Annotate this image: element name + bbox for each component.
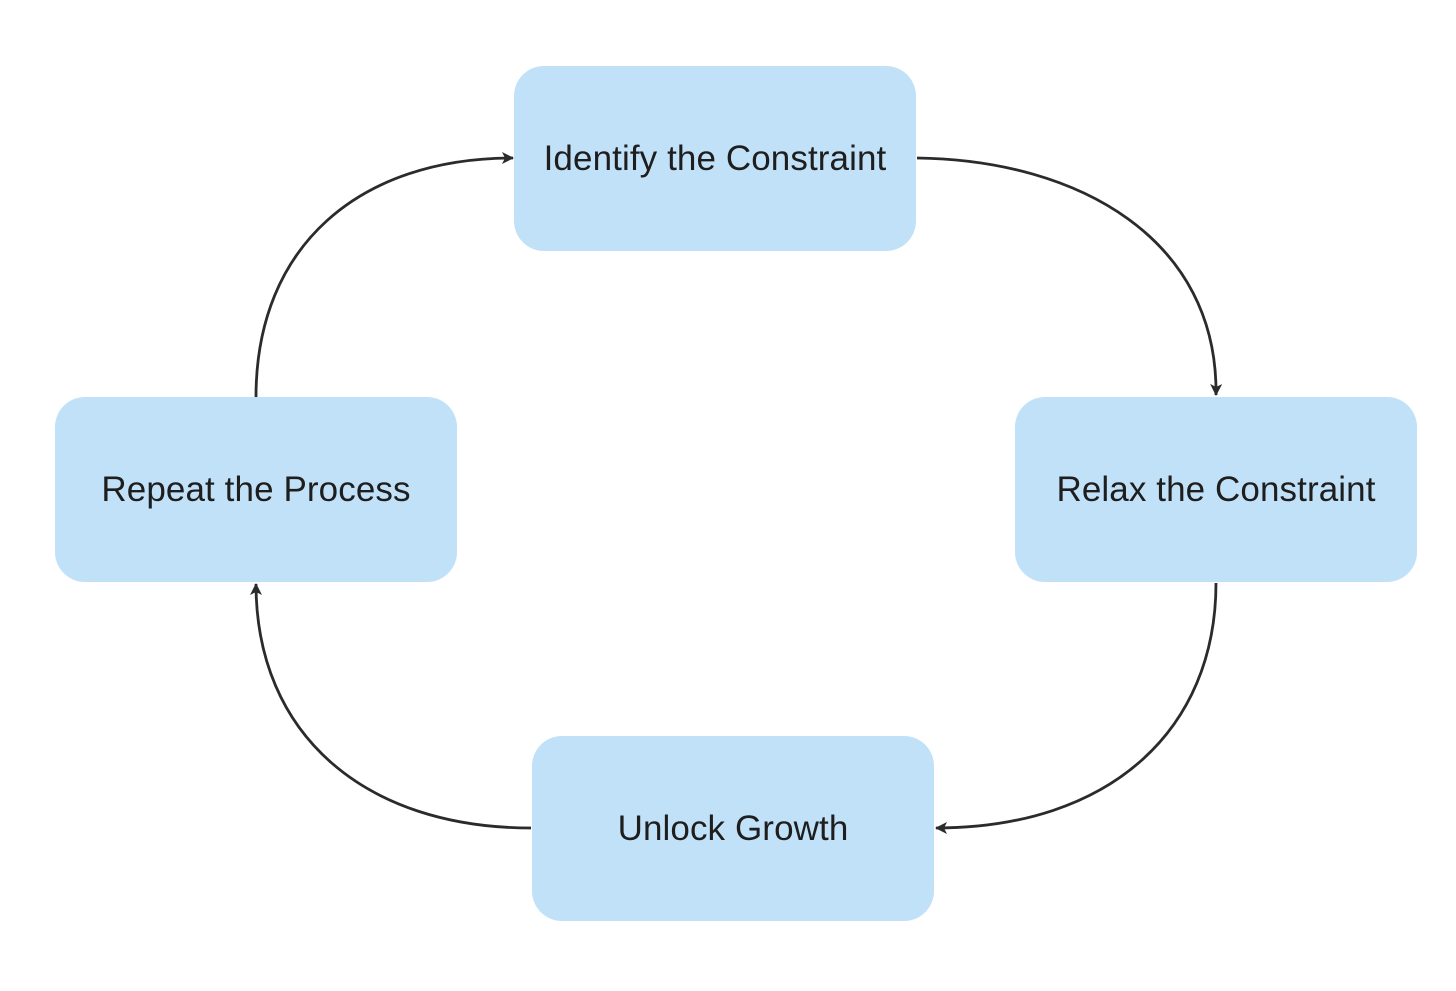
node-label: Repeat the Process (101, 470, 411, 509)
node-label: Relax the Constraint (1056, 470, 1376, 509)
node-label: Identify the Constraint (543, 139, 887, 178)
node-label: Unlock Growth (617, 809, 849, 848)
arrow-relax-to-unlock (935, 582, 1218, 834)
node-relax-the-constraint: Relax the Constraint (1015, 397, 1417, 582)
arrow-repeat-to-identify (254, 152, 514, 398)
arrow-identify-to-relax (916, 156, 1223, 396)
node-repeat-the-process: Repeat the Process (55, 397, 457, 582)
node-identify-the-constraint: Identify the Constraint (514, 66, 916, 251)
node-unlock-growth: Unlock Growth (532, 736, 934, 921)
arrow-unlock-to-repeat (250, 583, 532, 830)
